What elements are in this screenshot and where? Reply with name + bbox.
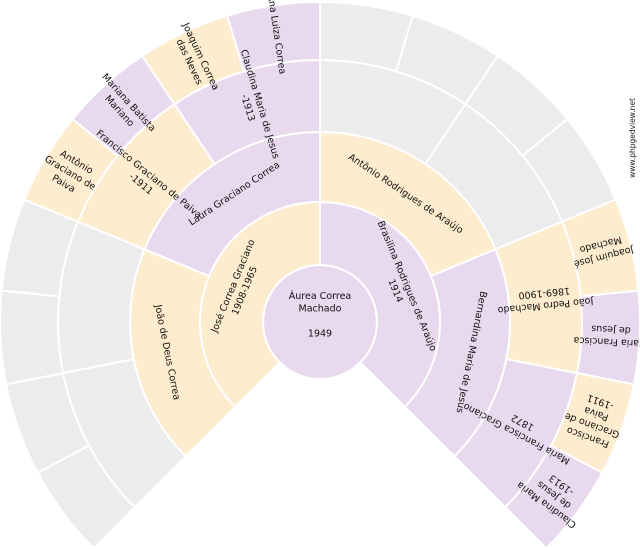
- empty-segment: [0, 289, 65, 386]
- person-label-line: Maria Francisca: [573, 334, 640, 349]
- person-segment-mmmm[interactable]: [503, 444, 604, 550]
- person-label-mmfm: Maria Franciscade Jesus: [573, 322, 640, 349]
- person-label-line: 1949: [308, 328, 332, 339]
- person-label-line: Machado: [299, 303, 342, 314]
- person-label-line: 1869-1900: [518, 285, 571, 301]
- person-label-line: de Jesus: [591, 323, 631, 336]
- person-label-line: Áurea Correa: [289, 290, 351, 302]
- watermark-text: www.phpgedview.net: [628, 98, 637, 178]
